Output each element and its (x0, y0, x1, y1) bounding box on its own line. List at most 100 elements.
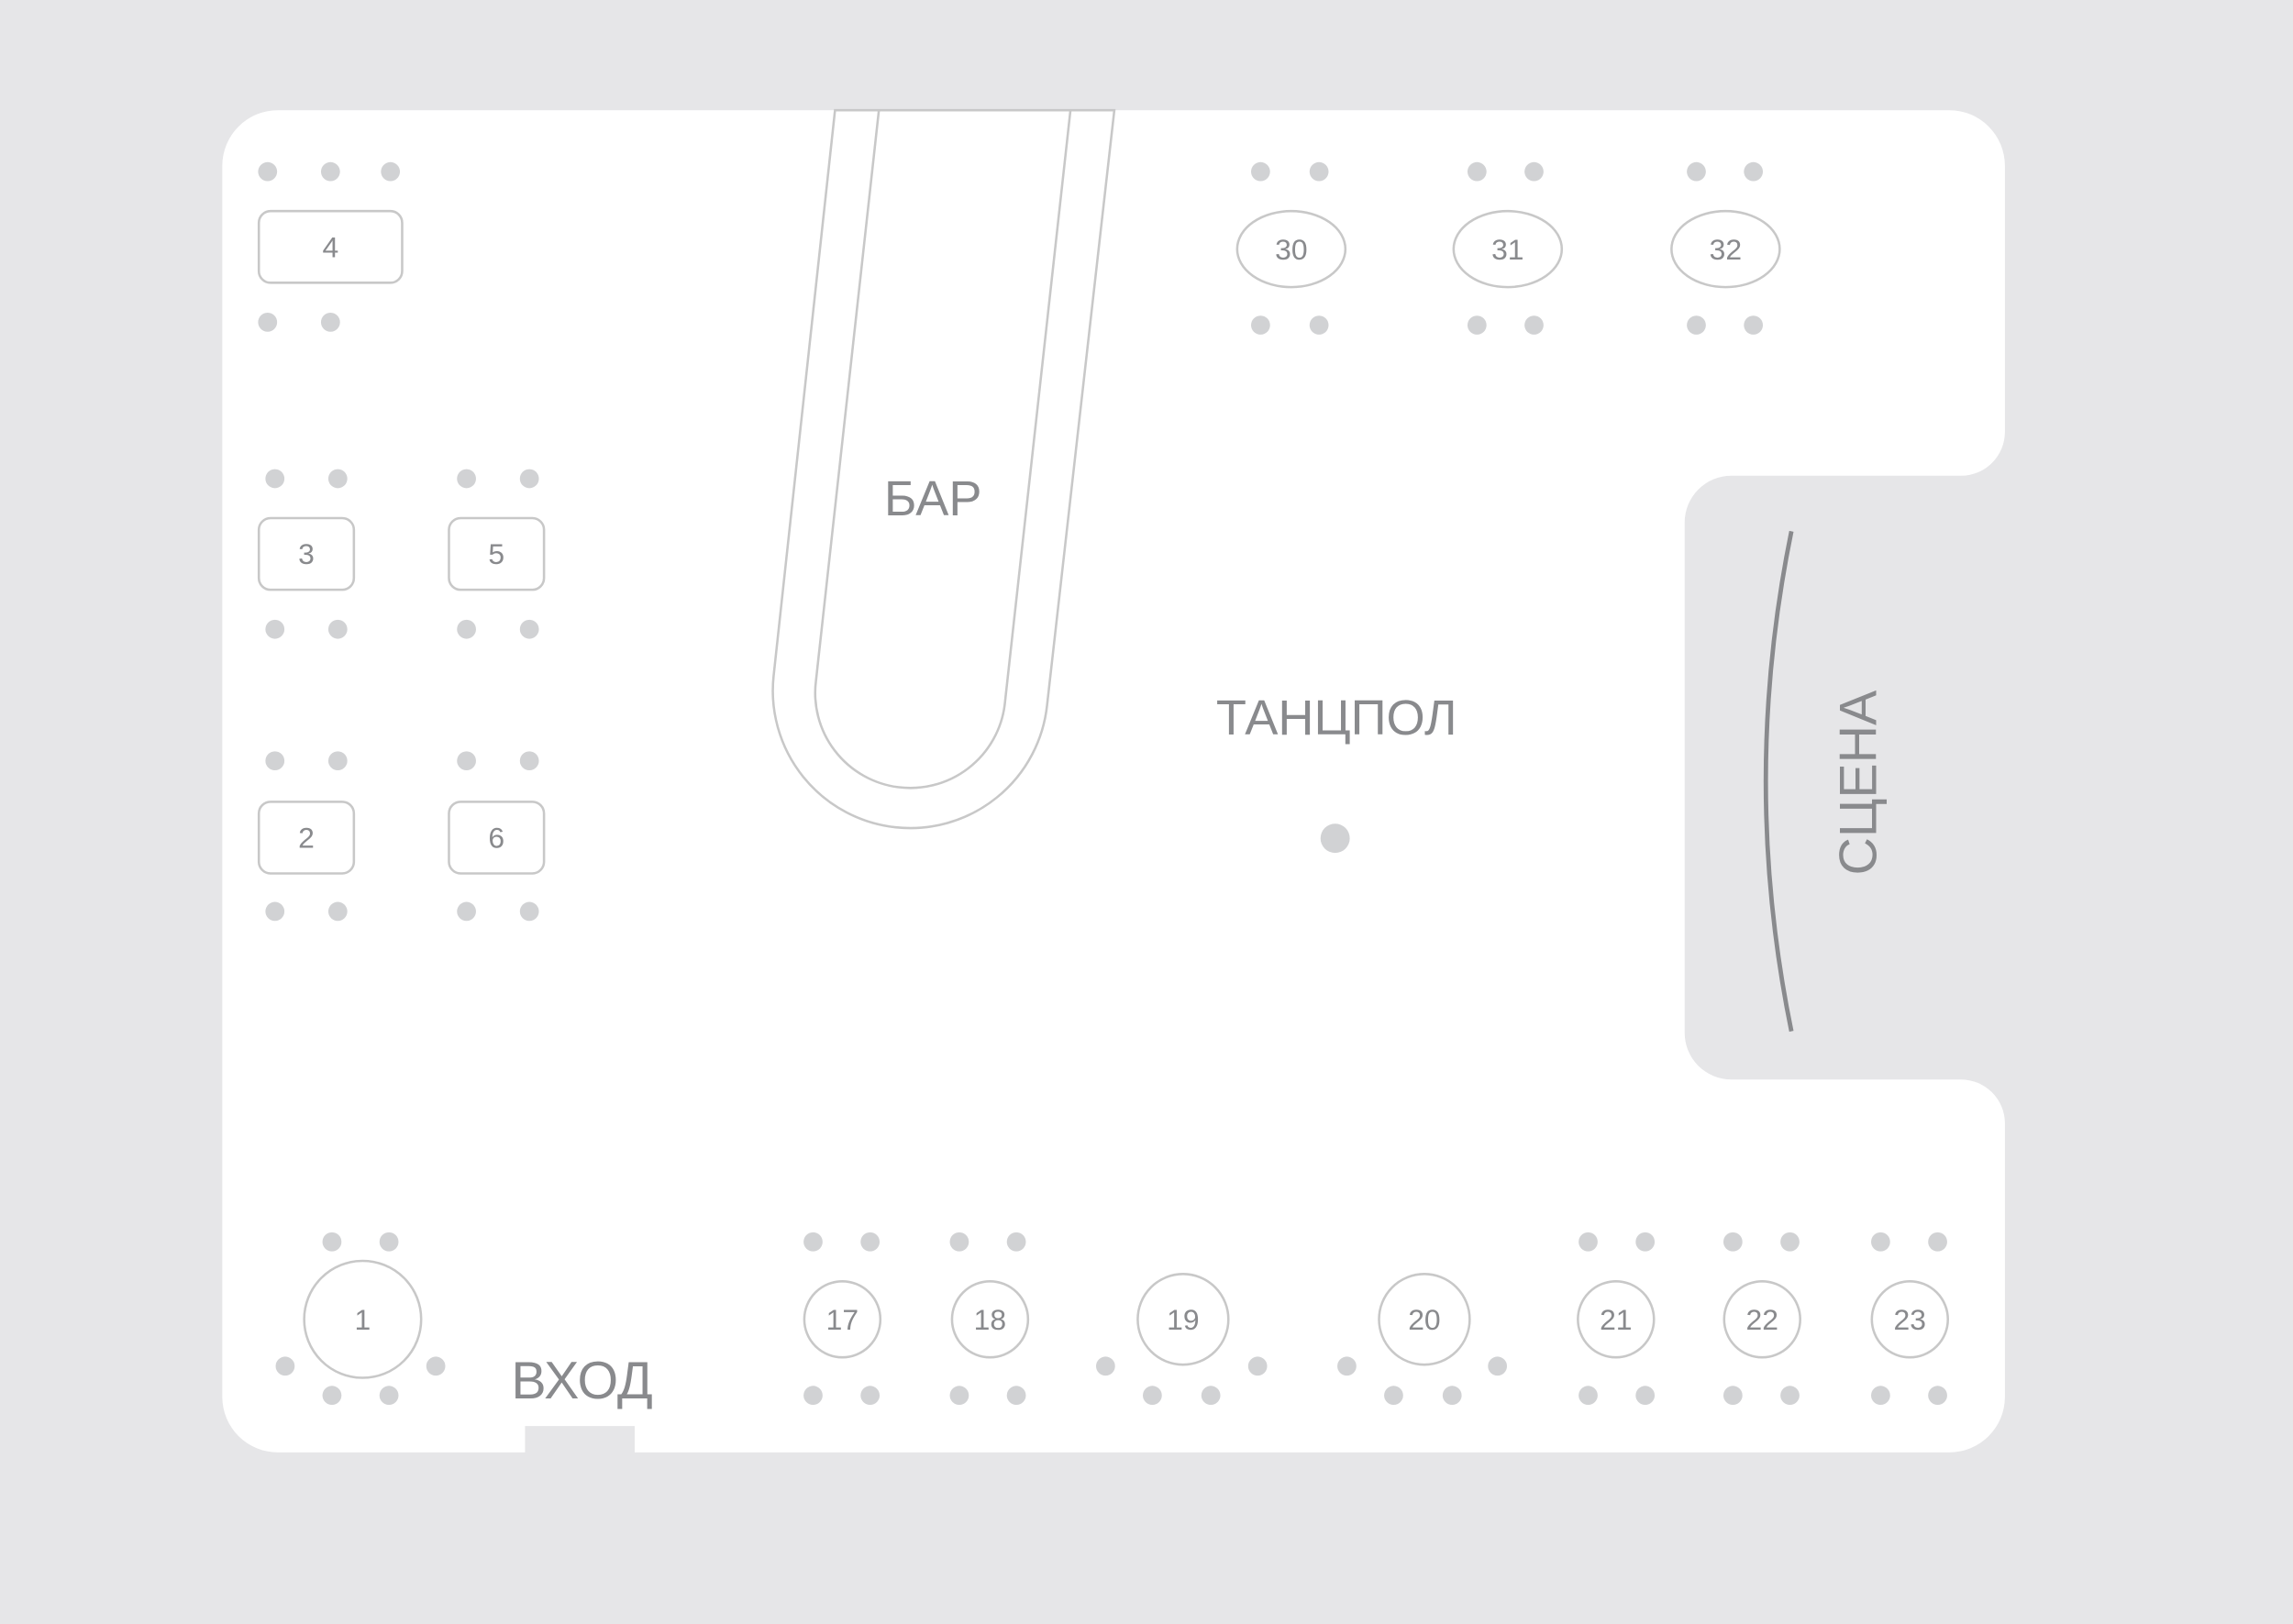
chair-seat (265, 901, 285, 922)
chair-seat (322, 1232, 342, 1252)
chair-seat (258, 161, 278, 182)
chair-seat (519, 619, 539, 639)
table-shape[interactable] (1577, 1280, 1656, 1359)
table-30[interactable]: 30 (1235, 161, 1347, 335)
chair-seat (1337, 1356, 1357, 1376)
chair-seat (1384, 1386, 1403, 1406)
dance-floor-marker (1320, 823, 1350, 854)
chair-seat (1687, 315, 1706, 335)
chair-seat (1095, 1356, 1115, 1376)
table-18[interactable]: 18 (949, 1232, 1030, 1406)
chair-seat (1250, 315, 1270, 335)
chair-seat (1744, 315, 1764, 335)
chair-seat (320, 313, 340, 332)
chair-seat (1309, 161, 1329, 182)
chair-seat (1524, 161, 1544, 182)
table-shape[interactable] (1870, 1280, 1949, 1359)
table-shape[interactable] (1452, 209, 1564, 289)
chair-seat (1744, 161, 1764, 182)
chair-seat (265, 469, 285, 489)
table-4[interactable]: 4 (257, 161, 404, 332)
chair-seat (1871, 1386, 1890, 1406)
chair-seat (327, 469, 348, 489)
chair-seat (1006, 1386, 1026, 1406)
table-shape[interactable] (950, 1280, 1030, 1359)
chair-seat (1467, 161, 1487, 182)
table-5[interactable]: 5 (448, 469, 546, 639)
table-shape[interactable] (448, 516, 546, 591)
table-number: 20 (1408, 1303, 1440, 1336)
table-shape[interactable] (1670, 209, 1781, 289)
chair-seat (258, 313, 278, 332)
table-number: 18 (974, 1303, 1006, 1336)
table-shape[interactable] (448, 801, 546, 875)
table-19[interactable]: 19 (1095, 1273, 1268, 1406)
table-21[interactable]: 21 (1577, 1232, 1656, 1406)
chair-seat (1928, 1386, 1947, 1406)
chair-seat (1467, 315, 1487, 335)
table-number: 4 (322, 230, 338, 263)
chair-seat (1723, 1386, 1743, 1406)
table-shape[interactable] (803, 1280, 882, 1359)
table-number: 5 (488, 537, 504, 570)
chair-seat (1201, 1386, 1221, 1406)
table-shape[interactable] (1235, 209, 1347, 289)
table-31[interactable]: 31 (1452, 161, 1564, 335)
chair-seat (860, 1386, 881, 1406)
table-shape[interactable] (1723, 1280, 1801, 1359)
chair-seat (1488, 1356, 1508, 1376)
table-3[interactable]: 3 (257, 469, 356, 639)
table-number: 32 (1710, 233, 1742, 266)
chair-seat (1524, 315, 1544, 335)
chair-seat (803, 1232, 823, 1252)
table-shape[interactable] (1136, 1273, 1230, 1366)
chair-seat (1006, 1232, 1026, 1252)
chair-seat (1579, 1386, 1598, 1406)
table-32[interactable]: 32 (1670, 161, 1781, 335)
table-20[interactable]: 20 (1337, 1273, 1508, 1406)
chair-seat (1579, 1232, 1598, 1252)
chair-seat (860, 1232, 881, 1252)
table-shape[interactable] (303, 1259, 423, 1379)
chair-seat (519, 901, 539, 922)
table-22[interactable]: 22 (1723, 1232, 1801, 1406)
chair-seat (1247, 1356, 1268, 1376)
chair-seat (265, 751, 285, 771)
chair-seat (457, 901, 476, 922)
stage: СЦЕНА (1763, 530, 1889, 1033)
chair-seat (1780, 1386, 1800, 1406)
table-shape[interactable] (257, 209, 404, 284)
table-number: 30 (1275, 233, 1307, 266)
table-number: 17 (826, 1303, 858, 1336)
chair-seat (1871, 1232, 1890, 1252)
chair-seat (265, 619, 285, 639)
table-shape[interactable] (257, 801, 356, 875)
chair-seat (457, 751, 476, 771)
chair-seat (327, 619, 348, 639)
table-number: 31 (1491, 233, 1523, 266)
entrance-label: ВХОД (511, 1352, 652, 1410)
table-6[interactable]: 6 (448, 751, 546, 922)
table-number: 23 (1894, 1303, 1926, 1336)
chair-seat (381, 161, 401, 182)
table-1[interactable]: 1 (275, 1232, 446, 1406)
chair-seat (275, 1356, 295, 1376)
table-number: 19 (1167, 1303, 1199, 1336)
table-number: 2 (298, 822, 315, 855)
table-shape[interactable] (1378, 1273, 1471, 1366)
table-2[interactable]: 2 (257, 751, 356, 922)
table-23[interactable]: 23 (1870, 1232, 1949, 1406)
chair-seat (949, 1386, 969, 1406)
bar-label: БАР (884, 471, 982, 526)
table-shape[interactable] (257, 516, 356, 591)
table-17[interactable]: 17 (803, 1232, 882, 1406)
chair-seat (322, 1386, 342, 1406)
chair-seat (1635, 1232, 1656, 1252)
table-number: 6 (488, 822, 504, 855)
hall-floor (222, 110, 2005, 1453)
table-number: 22 (1746, 1303, 1778, 1336)
chair-seat (457, 619, 476, 639)
chair-seat (379, 1232, 399, 1252)
chair-seat (379, 1386, 399, 1406)
